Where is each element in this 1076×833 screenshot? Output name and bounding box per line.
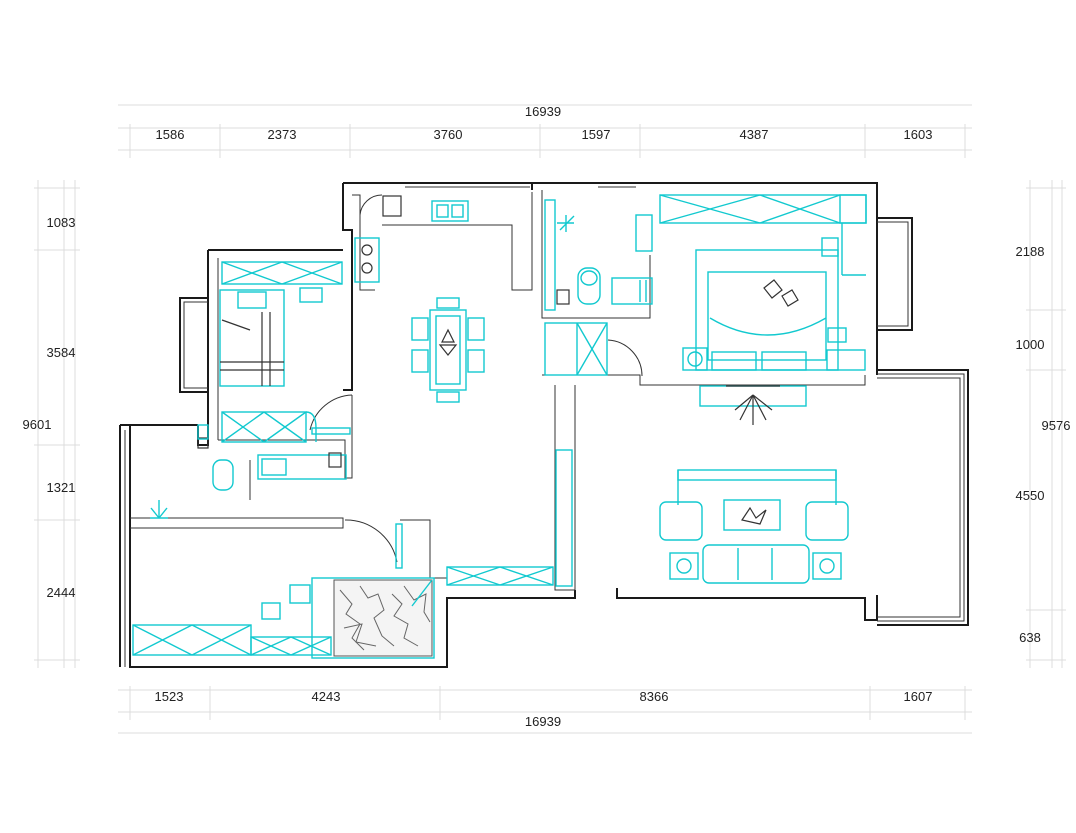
kitchen-sink-icon <box>431 200 469 222</box>
washbasin-icon <box>611 277 653 305</box>
dim-bottom-4: 1607 <box>904 689 933 704</box>
living-room <box>659 469 849 584</box>
dim-bottom-2: 4243 <box>312 689 341 704</box>
walls <box>119 182 969 668</box>
dimension-lines <box>34 104 1066 734</box>
armchair-icon <box>659 501 703 541</box>
cabinet-icon <box>221 411 307 443</box>
dim-left-4: 2444 <box>47 585 76 600</box>
shower-icon <box>557 215 575 232</box>
kitchen <box>354 195 469 283</box>
stove-icon <box>354 237 380 283</box>
dim-right-3: 4550 <box>1016 488 1045 503</box>
shower-icon <box>150 500 168 519</box>
sofa-icon <box>702 544 810 584</box>
dim-top-1: 1586 <box>156 127 185 142</box>
second-bathroom <box>150 437 347 519</box>
dim-top-3: 3760 <box>434 127 463 142</box>
coffee-table-icon <box>723 499 781 531</box>
dim-right-4: 638 <box>1019 630 1041 645</box>
dim-right-1: 2188 <box>1016 244 1045 259</box>
dim-bottom-total: 16939 <box>525 714 561 729</box>
wardrobe-icon <box>659 194 867 224</box>
dim-left-total: 9601 <box>23 417 52 432</box>
dim-right-2: 1000 <box>1016 337 1045 352</box>
bookshelf-icon <box>132 624 252 656</box>
dim-top-total: 16939 <box>525 104 561 119</box>
toilet-icon <box>212 459 234 491</box>
dim-left-2: 3584 <box>47 345 76 360</box>
corridor-cabinets <box>197 322 608 587</box>
single-bed-icon <box>219 289 285 387</box>
doors <box>309 194 643 563</box>
armchair-icon <box>805 501 849 541</box>
toilet-icon <box>577 267 601 305</box>
master-bedroom <box>659 194 867 425</box>
second-bedroom <box>219 261 343 443</box>
dining-table-icon <box>411 297 485 403</box>
dim-left-1: 1083 <box>47 215 76 230</box>
tatami-icon <box>311 577 435 659</box>
master-bathroom <box>544 199 653 311</box>
dim-top-2: 2373 <box>268 127 297 142</box>
dim-left-3: 1321 <box>47 480 76 495</box>
dim-top-6: 1603 <box>904 127 933 142</box>
washbasin-icon <box>257 454 347 480</box>
dim-bottom-1: 1523 <box>155 689 184 704</box>
dimension-labels: 16939 1586 2373 3760 1597 4387 1603 1523… <box>23 104 1071 729</box>
study-room <box>132 577 435 659</box>
shoe-cabinet-icon <box>544 322 608 376</box>
dim-bottom-3: 8366 <box>640 689 669 704</box>
dim-top-4: 1597 <box>582 127 611 142</box>
dim-right-total: 9576 <box>1042 418 1071 433</box>
wardrobe-icon <box>221 261 343 285</box>
dim-top-5: 4387 <box>740 127 769 142</box>
